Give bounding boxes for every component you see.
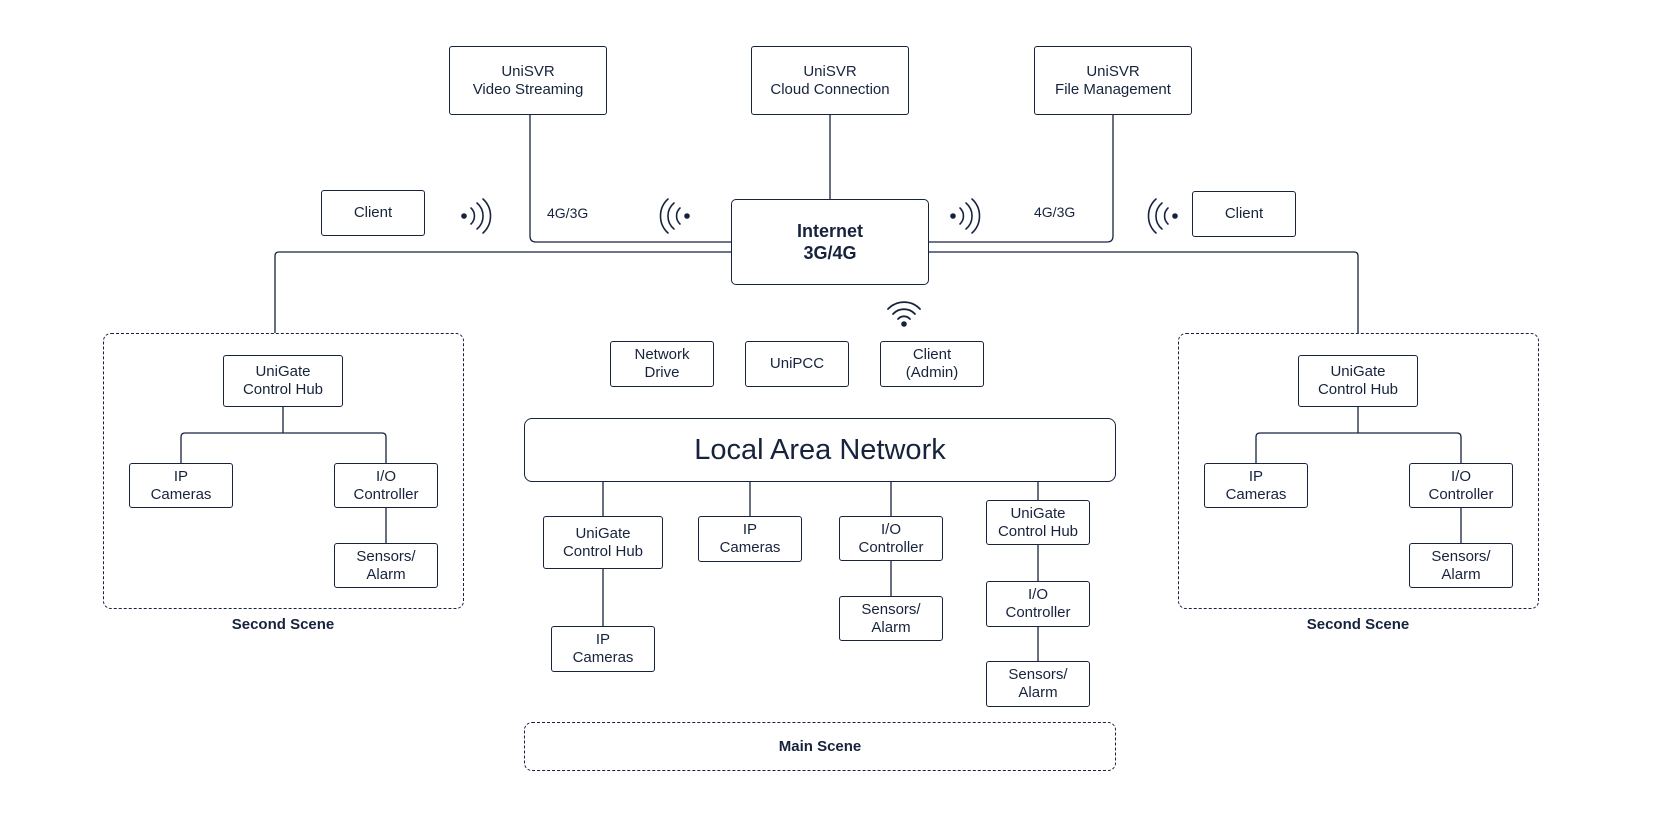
second-right-cameras-node: IP Cameras [1204, 463, 1308, 508]
main-io-sensors-node: Sensors/ Alarm [839, 596, 943, 641]
second-left-hub-node: UniGate Control Hub [223, 355, 343, 407]
internet-node: Internet 3G/4G [731, 199, 929, 285]
second-scene-right-label: Second Scene [1306, 616, 1410, 633]
second-right-sensors-label: Sensors/ Alarm [1431, 547, 1491, 583]
wireless-signal-left-icon [1147, 198, 1178, 234]
second-left-hub-label: UniGate Control Hub [242, 363, 324, 398]
second-left-io-node: I/O Controller [334, 463, 438, 508]
second-right-hub-node: UniGate Control Hub [1298, 355, 1418, 407]
main-hub2-sensors-node: Sensors/ Alarm [986, 661, 1090, 707]
main-hub2-sensors-label: Sensors/ Alarm [1008, 666, 1068, 701]
main-hub-cameras-node: IP Cameras [551, 626, 655, 672]
second-left-sensors-label: Sensors/ Alarm [356, 547, 416, 583]
client-admin-label: Client (Admin) [905, 346, 959, 381]
main-hub2-node: UniGate Control Hub [986, 500, 1090, 545]
link-label-right: 4G/3G [1034, 204, 1076, 220]
second-scene-right-zone [1178, 333, 1539, 609]
main-cameras-label: IP Cameras [719, 521, 781, 556]
main-hub2-io-label: I/O Controller [1005, 586, 1071, 621]
main-cameras-node: IP Cameras [698, 516, 802, 562]
main-hub-label: UniGate Control Hub [562, 524, 644, 560]
main-hub-node: UniGate Control Hub [543, 516, 663, 569]
unisvr-file-management-label: UniSVR File Management [1055, 62, 1171, 98]
unisvr-video-streaming-node: UniSVR Video Streaming [449, 46, 607, 115]
link-file-management [929, 115, 1114, 243]
second-right-hub-label: UniGate Control Hub [1317, 363, 1399, 398]
unipcc-label: UniPCC [769, 355, 825, 372]
second-right-io-node: I/O Controller [1409, 463, 1513, 508]
local-area-network-node: Local Area Network [524, 418, 1116, 482]
link-second-scene-right [929, 251, 1359, 333]
main-scene-zone: Main Scene [524, 722, 1116, 771]
second-left-sensors-node: Sensors/ Alarm [334, 543, 438, 588]
unisvr-video-streaming-label: UniSVR Video Streaming [472, 62, 584, 98]
main-io-controller-node: I/O Controller [839, 516, 943, 561]
second-right-cameras-label: IP Cameras [1225, 467, 1287, 503]
wireless-signal-right-icon [461, 198, 492, 234]
unisvr-cloud-connection-node: UniSVR Cloud Connection [751, 46, 909, 115]
wifi-icon [887, 301, 921, 327]
unipcc-node: UniPCC [745, 341, 849, 387]
network-drive-node: Network Drive [610, 341, 714, 387]
main-hub2-label: UniGate Control Hub [997, 504, 1079, 540]
local-area-network-label: Local Area Network [694, 434, 946, 466]
unisvr-cloud-connection-label: UniSVR Cloud Connection [770, 62, 890, 98]
client-admin-node: Client (Admin) [880, 341, 984, 387]
wireless-signal-right-icon [950, 198, 981, 234]
main-scene-label: Main Scene [778, 738, 862, 755]
client-right-label: Client [1224, 205, 1264, 222]
second-left-io-label: I/O Controller [353, 467, 419, 503]
main-io-controller-label: I/O Controller [858, 520, 924, 556]
link-second-scene-left [274, 251, 731, 333]
unisvr-file-management-node: UniSVR File Management [1034, 46, 1192, 115]
main-io-sensors-label: Sensors/ Alarm [861, 600, 921, 636]
second-right-sensors-node: Sensors/ Alarm [1409, 543, 1513, 588]
main-hub2-io-node: I/O Controller [986, 581, 1090, 627]
link-video-streaming [529, 115, 731, 243]
internet-label: Internet 3G/4G [796, 221, 863, 263]
main-hub-cameras-label: IP Cameras [572, 631, 634, 666]
client-left-label: Client [353, 204, 393, 221]
second-scene-left-zone [103, 333, 464, 609]
second-scene-left-label: Second Scene [231, 616, 335, 633]
client-right-node: Client [1192, 191, 1296, 237]
link-label-left: 4G/3G [547, 205, 589, 221]
second-right-io-label: I/O Controller [1428, 467, 1494, 503]
network-drive-label: Network Drive [634, 346, 690, 381]
second-left-cameras-label: IP Cameras [150, 467, 212, 503]
client-left-node: Client [321, 190, 425, 236]
second-left-cameras-node: IP Cameras [129, 463, 233, 508]
wireless-signal-left-icon [659, 198, 690, 234]
